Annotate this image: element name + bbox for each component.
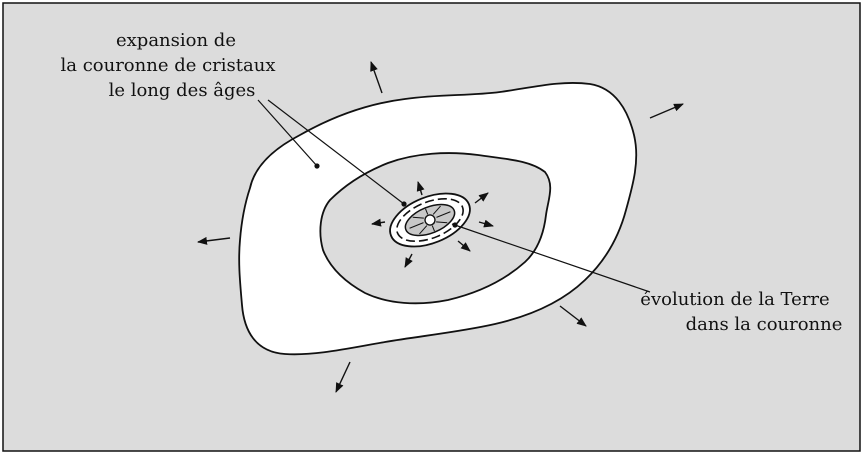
- label-top-line2: la couronne de cristaux: [60, 55, 275, 76]
- label-bottom-line1: évolution de la Terre: [640, 289, 829, 310]
- label-top-line3: le long des âges: [109, 80, 256, 101]
- leader-dot-ellipse: [401, 201, 406, 206]
- label-bottom-line2: dans la couronne: [686, 314, 843, 335]
- leader-dot-crown: [314, 163, 319, 168]
- leader-dot-earth: [452, 222, 457, 227]
- label-top-line1: expansion de: [116, 30, 236, 51]
